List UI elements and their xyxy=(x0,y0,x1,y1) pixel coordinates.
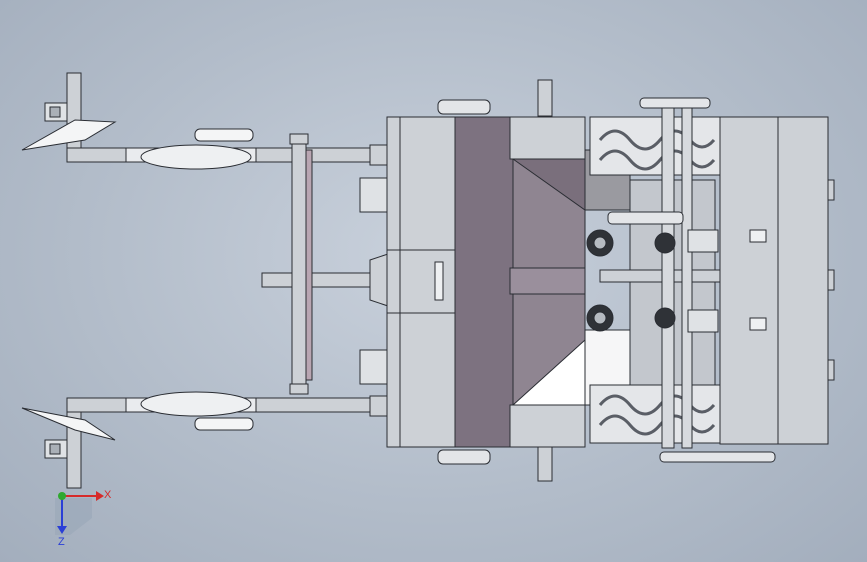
lower-furrow-opener-blade xyxy=(21,407,116,459)
z-axis-arrowhead xyxy=(57,526,67,534)
z-axis-label: Z xyxy=(58,536,65,548)
x-axis-arrowhead xyxy=(96,491,104,501)
cross-shaft xyxy=(289,133,313,395)
coordinate-triad: X Z xyxy=(55,489,112,548)
seed-hopper xyxy=(454,116,631,448)
rear-frame-box xyxy=(719,116,835,445)
lower-drive-tire xyxy=(589,384,721,444)
y-axis-dot xyxy=(58,492,66,500)
bottom-drive-sprocket xyxy=(437,446,776,482)
top-drive-sprocket xyxy=(437,79,711,117)
tow-hitch-bar xyxy=(261,249,401,311)
x-axis-label: X xyxy=(104,489,112,501)
front-frame-box xyxy=(386,116,458,448)
lower-gauge-wheel xyxy=(140,391,254,431)
upper-gauge-wheel xyxy=(140,128,254,170)
upper-drive-tire xyxy=(589,116,721,176)
metering-mechanism xyxy=(586,107,721,449)
upper-furrow-opener-blade xyxy=(21,102,117,151)
